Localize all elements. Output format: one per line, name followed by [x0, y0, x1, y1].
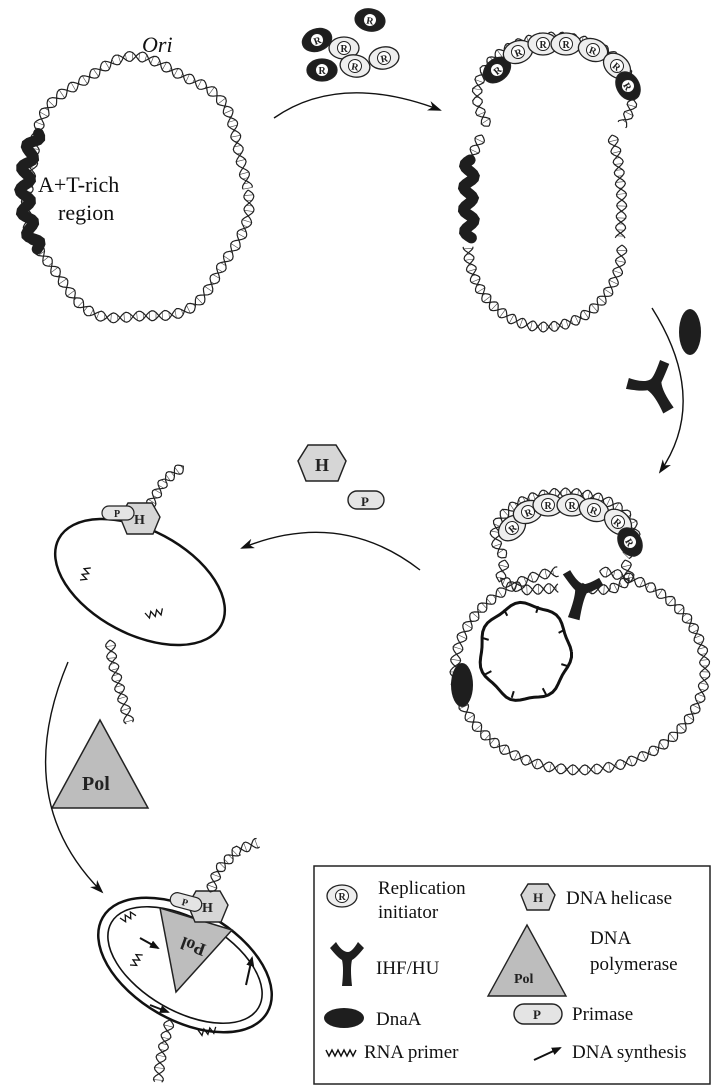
legend-dna-helicase-label: DNA helicase [566, 888, 672, 909]
svg-text:H: H [134, 513, 145, 528]
legend-dna-helicase: H DNA helicase [521, 884, 672, 910]
legend: R Replication initiator H DNA helicase I… [314, 866, 710, 1084]
legend-replication-initiator-line2: initiator [378, 902, 439, 923]
step4-helicase-loaded: HP [34, 465, 245, 724]
initiator-light-3: R [367, 45, 400, 72]
legend-initiator-icon: R [327, 885, 357, 907]
svg-text:R: R [341, 44, 349, 55]
initiator-dark-3: R [307, 59, 337, 81]
legend-primase-label: Primase [572, 1004, 633, 1025]
free-primase-glyph: P [361, 494, 369, 509]
legend-dna-polymerase-line2: polymerase [590, 954, 678, 975]
free-helicase: H [298, 445, 346, 481]
free-replication-initiators: R R R R R R [299, 7, 401, 81]
free-dnaa [679, 309, 701, 355]
legend-helicase-glyph: H [533, 890, 543, 905]
legend-polymerase-glyph: Pol [514, 972, 534, 987]
legend-rna-primer-label: RNA primer [364, 1042, 459, 1063]
arrow-step1-to-step2 [274, 93, 440, 118]
legend-primase-icon: P [514, 1004, 562, 1024]
legend-dna-synthesis-label: DNA synthesis [572, 1042, 687, 1063]
free-polymerase-label: Pol [82, 773, 110, 795]
legend-replication-initiator-line1: Replication [378, 878, 466, 899]
svg-text:R: R [569, 501, 577, 512]
arrow-step3-to-step4 [242, 532, 420, 570]
svg-text:R: R [545, 501, 553, 512]
legend-dnaa-icon [324, 1008, 364, 1028]
legend-primase: P Primase [514, 1004, 633, 1025]
svg-text:R: R [540, 40, 548, 51]
svg-text:P: P [114, 509, 120, 520]
svg-text:H: H [202, 901, 213, 916]
svg-text:R: R [319, 66, 327, 77]
legend-helicase-icon: H [521, 884, 555, 910]
at-rich-label-line1: A+T-rich [38, 172, 119, 197]
svg-text:R: R [339, 892, 347, 903]
legend-primase-glyph: P [533, 1007, 541, 1022]
free-primase: P [348, 491, 384, 509]
free-polymerase: Pol [52, 720, 148, 808]
legend-ihf-hu-label: IHF/HU [376, 958, 440, 979]
ori-label: Ori [142, 32, 173, 57]
legend-dnaa-label: DnaA [376, 1009, 422, 1030]
free-helicase-glyph: H [315, 455, 329, 475]
at-rich-label-line2: region [58, 200, 114, 225]
legend-dna-polymerase-line1: DNA [590, 928, 631, 949]
svg-text:R: R [563, 40, 571, 51]
initiator-dark-2: R [353, 7, 386, 34]
